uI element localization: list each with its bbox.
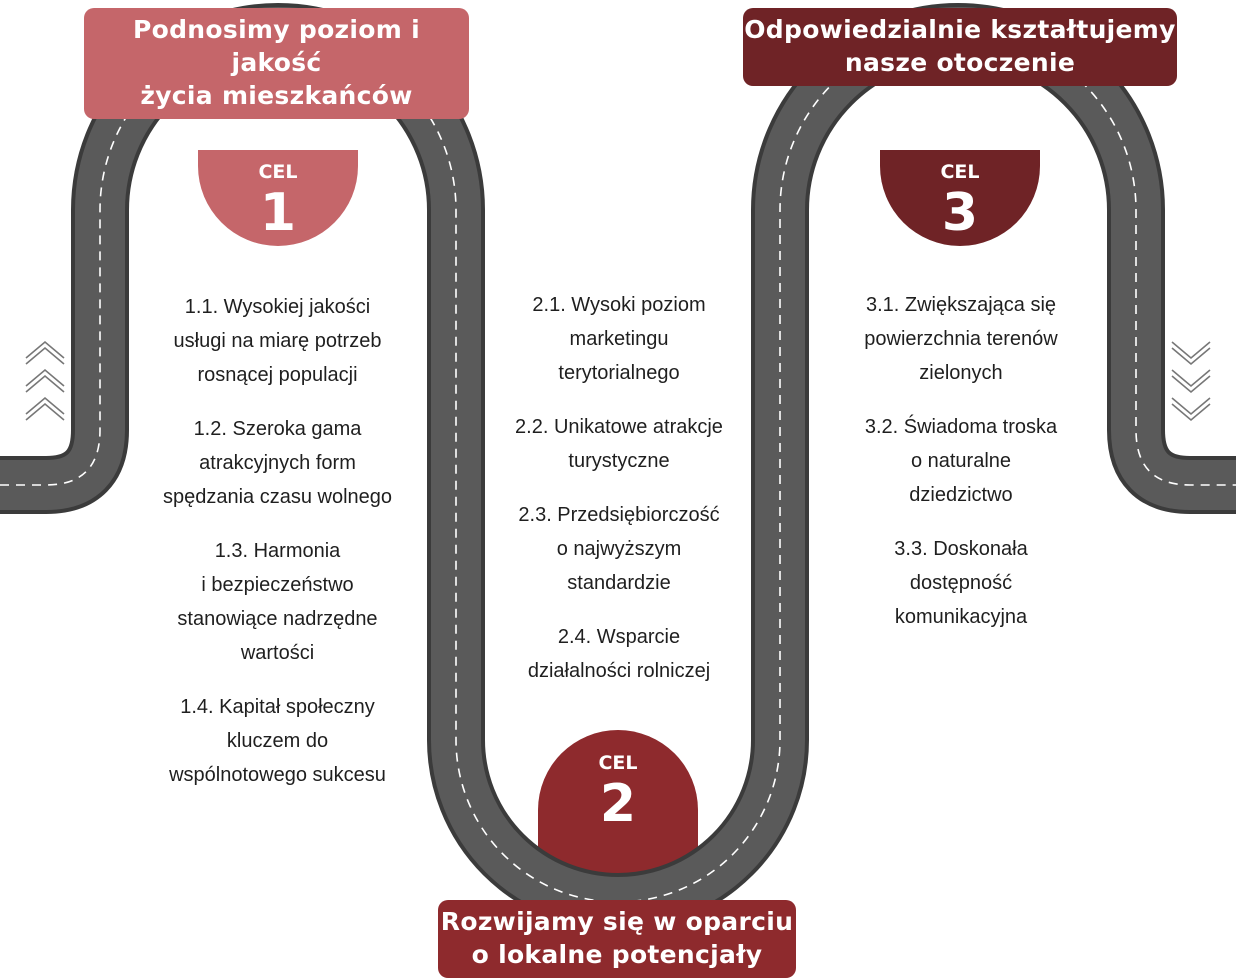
item-text-line: powierzchnia terenów xyxy=(864,328,1058,350)
goal2-badge-shape xyxy=(538,730,698,910)
item-text-line: kluczem do xyxy=(226,730,329,752)
chevron-up-icon xyxy=(25,340,65,421)
item-text-line: o naturalne xyxy=(910,450,1012,472)
item-text-line: 3.1. Zwiększająca się xyxy=(865,294,1057,316)
item-text-line: 1.3. Harmonia xyxy=(214,540,341,562)
item-text-line: komunikacyjna xyxy=(894,606,1028,628)
item-text-line: wartości xyxy=(240,642,315,664)
item-text-line: wspólnotowego sukcesu xyxy=(169,764,386,786)
goal3-banner-line2: nasze otoczenie xyxy=(844,48,1076,77)
item-text-line: turystyczne xyxy=(568,450,670,472)
item-text-line: terytorialnego xyxy=(558,362,680,384)
goal1-badge-shape xyxy=(198,150,358,246)
goal3-badge-label: CEL xyxy=(940,161,980,183)
goal1-items: 1.1. Wysokiej jakości usługi na miarę po… xyxy=(140,290,415,812)
item-text-line: 2.3. Przedsiębiorczość xyxy=(518,504,720,526)
goal1-banner-line1: Podnosimy poziom i jakość xyxy=(133,15,420,77)
item-text-line: działalności rolniczej xyxy=(527,660,711,682)
goal3-item: 3.3. Doskonała dostępność komunikacyjna xyxy=(830,532,1092,634)
item-text-line: dostępność xyxy=(909,572,1013,594)
goal2-items: 2.1. Wysoki poziom marketingu terytorial… xyxy=(488,288,750,708)
item-text-line: usługi na miarę potrzeb xyxy=(173,330,382,352)
item-text-line: dziedzictwo xyxy=(909,484,1013,506)
item-text-line: 1.1. Wysokiej jakości xyxy=(184,296,371,318)
item-text-line: 2.1. Wysoki poziom xyxy=(532,294,706,316)
goal3-badge-number: 3 xyxy=(941,183,979,243)
item-text-line: zielonych xyxy=(919,362,1003,384)
goal1-badge: CEL 1 xyxy=(198,155,358,245)
item-text-line: spędzania czasu wolnego xyxy=(162,486,393,508)
goal3-item: 3.2. Świadoma troska o naturalne dziedzi… xyxy=(830,410,1092,512)
goal2-banner-line2: o lokalne potencjały xyxy=(471,940,763,969)
item-text-line: 2.4. Wsparcie xyxy=(557,626,681,648)
goal1-banner-line2: życia mieszkańców xyxy=(140,81,413,110)
item-text-line: rosnącej populacji xyxy=(197,364,358,386)
item-text-line: 3.3. Doskonała xyxy=(894,538,1028,560)
goal2-banner: Rozwijamy się w oparciu o lokalne potenc… xyxy=(438,900,796,978)
goal1-item: 1.4. Kapitał społeczny kluczem do wspóln… xyxy=(140,690,415,792)
goal2-item: 2.2. Unikatowe atrakcje turystyczne xyxy=(488,410,750,478)
goal3-banner: Odpowiedzialnie kształtujemy nasze otocz… xyxy=(743,8,1177,86)
item-text-line: 3.2. Świadoma troska xyxy=(864,416,1058,438)
item-text-line: stanowiące nadrzędne xyxy=(177,608,378,630)
item-text-line: 1.2. Szeroka gama xyxy=(193,418,362,440)
item-text-line: 2.2. Unikatowe atrakcje xyxy=(515,416,723,438)
item-text-line: 1.4. Kapitał społeczny xyxy=(180,696,375,718)
goal2-badge-label: CEL xyxy=(598,752,638,774)
goal1-banner: Podnosimy poziom i jakość życia mieszkań… xyxy=(84,8,469,119)
goal3-items: 3.1. Zwiększająca się powierzchnia teren… xyxy=(830,288,1092,654)
goal2-item: 2.3. Przedsiębiorczość o najwyższym stan… xyxy=(488,498,750,600)
goal2-item: 2.4. Wsparcie działalności rolniczej xyxy=(488,620,750,688)
goal3-badge: CEL 3 xyxy=(880,155,1040,245)
item-text-line: atrakcyjnych form xyxy=(199,452,356,474)
item-text-line: standardzie xyxy=(567,572,671,594)
goal3-item: 3.1. Zwiększająca się powierzchnia teren… xyxy=(830,288,1092,390)
goal2-badge: CEL 2 xyxy=(538,748,698,838)
chevron-down-icon xyxy=(1171,341,1211,422)
goal2-badge-number: 2 xyxy=(599,774,637,834)
goal1-item: 1.2. Szeroka gama atrakcyjnych form spęd… xyxy=(140,412,415,514)
goal3-banner-line1: Odpowiedzialnie kształtujemy xyxy=(744,15,1176,44)
goal3-badge-shape xyxy=(880,150,1040,246)
item-text-line: i bezpieczeństwo xyxy=(201,574,354,596)
goal1-badge-label: CEL xyxy=(258,161,298,183)
goal1-item: 1.3. Harmonia i bezpieczeństwo stanowiąc… xyxy=(140,534,415,670)
goal1-badge-number: 1 xyxy=(259,183,297,243)
item-text-line: o najwyższym xyxy=(556,538,682,560)
goal2-item: 2.1. Wysoki poziom marketingu terytorial… xyxy=(488,288,750,390)
goal1-item: 1.1. Wysokiej jakości usługi na miarę po… xyxy=(140,290,415,392)
item-text-line: marketingu xyxy=(569,328,669,350)
goal2-banner-line1: Rozwijamy się w oparciu xyxy=(440,907,794,936)
